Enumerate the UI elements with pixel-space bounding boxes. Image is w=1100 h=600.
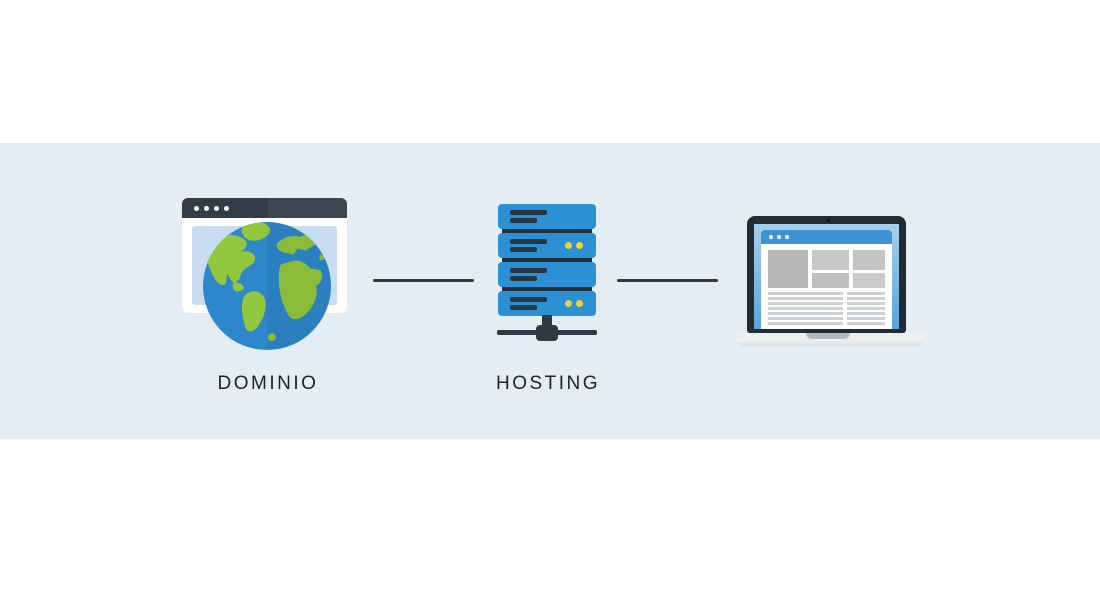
server-unit <box>498 204 596 229</box>
window-dot-icon <box>214 205 219 211</box>
window-dot-icon <box>785 235 789 239</box>
laptop-notch <box>806 333 850 339</box>
browser-titlebar <box>182 198 347 218</box>
text-placeholder <box>768 292 843 325</box>
hosting-label: HOSTING <box>495 373 601 394</box>
domain-label: DOMINIO <box>217 373 319 394</box>
window-dot-icon <box>194 205 199 211</box>
network-node-icon <box>536 325 558 341</box>
globe-icon <box>203 222 331 350</box>
server-unit <box>498 291 596 316</box>
server-unit <box>498 233 596 258</box>
webcam-dot-icon <box>827 219 830 222</box>
image-placeholder <box>853 250 885 270</box>
text-placeholder <box>847 292 885 325</box>
webpage-titlebar <box>761 230 892 244</box>
window-dot-icon <box>777 235 781 239</box>
image-placeholder <box>768 250 808 288</box>
server-rack-icon <box>497 204 597 346</box>
connector-line <box>373 279 474 282</box>
status-led-icon <box>565 242 572 249</box>
window-dot-icon <box>204 205 209 211</box>
image-placeholder <box>812 250 849 270</box>
status-led-icon <box>576 242 583 249</box>
status-led-icon <box>565 300 572 307</box>
image-placeholder <box>853 273 885 288</box>
image-placeholder <box>812 273 849 288</box>
status-led-icon <box>576 300 583 307</box>
window-dot-icon <box>224 205 229 211</box>
server-unit <box>498 262 596 287</box>
laptop-base <box>736 333 926 346</box>
connector-line <box>617 279 718 282</box>
window-dot-icon <box>769 235 773 239</box>
webpage-icon <box>761 230 892 329</box>
